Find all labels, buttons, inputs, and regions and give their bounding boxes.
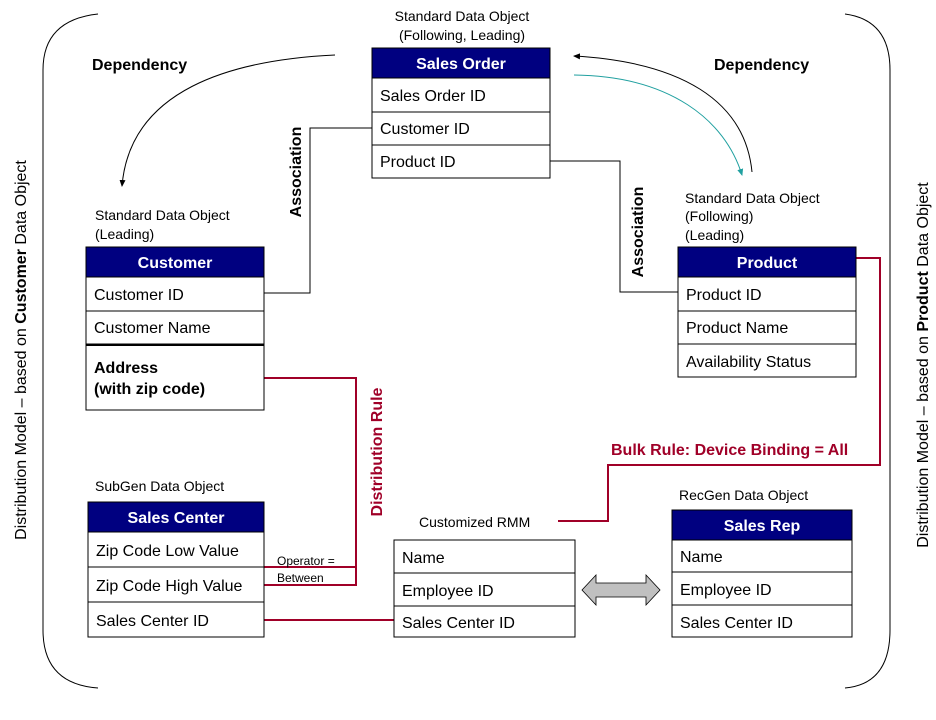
svg-text:Availability Status: Availability Status: [686, 354, 811, 371]
dependency-arrow-teal: [573, 74, 744, 176]
right-side-label: Distribution Model – based on Product Da…: [915, 182, 932, 548]
dependency-right-label: Dependency: [714, 57, 809, 74]
svg-text:(with zip code): (with zip code): [94, 381, 205, 398]
svg-text:Sales Center: Sales Center: [128, 510, 225, 527]
sales-order-object: Standard Data Object (Following, Leading…: [371, 8, 551, 179]
svg-text:SubGen Data Object: SubGen Data Object: [95, 478, 224, 494]
svg-text:Customized RMM: Customized RMM: [419, 514, 530, 530]
bulk-rule-line: [558, 257, 881, 522]
operator-label-2: Between: [277, 571, 324, 585]
svg-text:Customer: Customer: [138, 255, 213, 272]
svg-text:(Leading): (Leading): [95, 226, 154, 242]
svg-text:Sales Rep: Sales Rep: [724, 518, 801, 535]
svg-text:Name: Name: [402, 550, 445, 567]
svg-text:Zip Code Low Value: Zip Code Low Value: [96, 543, 239, 560]
association-left-label: Association: [288, 127, 305, 218]
association-right-label: Association: [630, 187, 647, 278]
svg-text:Product ID: Product ID: [686, 287, 762, 304]
association-line-product: [550, 160, 678, 293]
svg-text:Sales Center ID: Sales Center ID: [96, 613, 209, 630]
distribution-rule-label: Distribution Rule: [369, 387, 386, 516]
svg-text:Address: Address: [94, 360, 158, 377]
operator-label-1: Operator =: [277, 554, 335, 568]
svg-text:Customer ID: Customer ID: [94, 287, 184, 304]
svg-text:Standard Data Object: Standard Data Object: [395, 8, 530, 24]
svg-text:Product: Product: [737, 255, 798, 272]
left-side-label: Distribution Model – based on Customer D…: [13, 160, 30, 540]
svg-text:Standard Data Object: Standard Data Object: [685, 190, 820, 206]
dependency-arrow-right: [573, 53, 753, 173]
svg-text:Standard Data Object: Standard Data Object: [95, 207, 230, 223]
double-arrow-icon: [581, 573, 661, 607]
dependency-arrow-left: [119, 54, 336, 187]
sales-rep-object: RecGen Data Object Sales Rep Name Employ…: [671, 487, 853, 638]
bulk-rule-label: Bulk Rule: Device Binding = All: [611, 442, 848, 459]
association-line-customer: [264, 127, 372, 294]
dependency-left-label: Dependency: [92, 57, 187, 74]
svg-text:(Following, Leading): (Following, Leading): [399, 27, 525, 43]
svg-text:(Leading): (Leading): [685, 227, 744, 243]
customized-rmm-object: Customized RMM Name Employee ID Sales Ce…: [393, 514, 576, 638]
svg-text:Zip Code High Value: Zip Code High Value: [96, 578, 243, 595]
distribution-rule-line: [264, 377, 357, 586]
svg-text:Sales Order ID: Sales Order ID: [380, 88, 486, 105]
product-object: Standard Data Object (Following) (Leadin…: [677, 190, 857, 378]
svg-text:Customer Name: Customer Name: [94, 320, 211, 337]
svg-text:RecGen Data Object: RecGen Data Object: [679, 487, 808, 503]
sales-center-object: SubGen Data Object Sales Center Zip Code…: [87, 478, 265, 638]
svg-text:Product ID: Product ID: [380, 154, 456, 171]
svg-text:Employee ID: Employee ID: [680, 582, 772, 599]
svg-text:Customer ID: Customer ID: [380, 121, 470, 138]
svg-text:Sales Center ID: Sales Center ID: [680, 615, 793, 632]
svg-text:Sales Center ID: Sales Center ID: [402, 615, 515, 632]
svg-text:Product Name: Product Name: [686, 320, 788, 337]
svg-text:Employee ID: Employee ID: [402, 583, 494, 600]
customer-object: Standard Data Object (Leading) Customer …: [85, 207, 265, 411]
sales-order-title: Sales Order: [416, 56, 506, 73]
right-bracket: [844, 13, 891, 689]
left-bracket: [42, 13, 99, 689]
svg-text:(Following): (Following): [685, 208, 753, 224]
svg-text:Name: Name: [680, 549, 723, 566]
